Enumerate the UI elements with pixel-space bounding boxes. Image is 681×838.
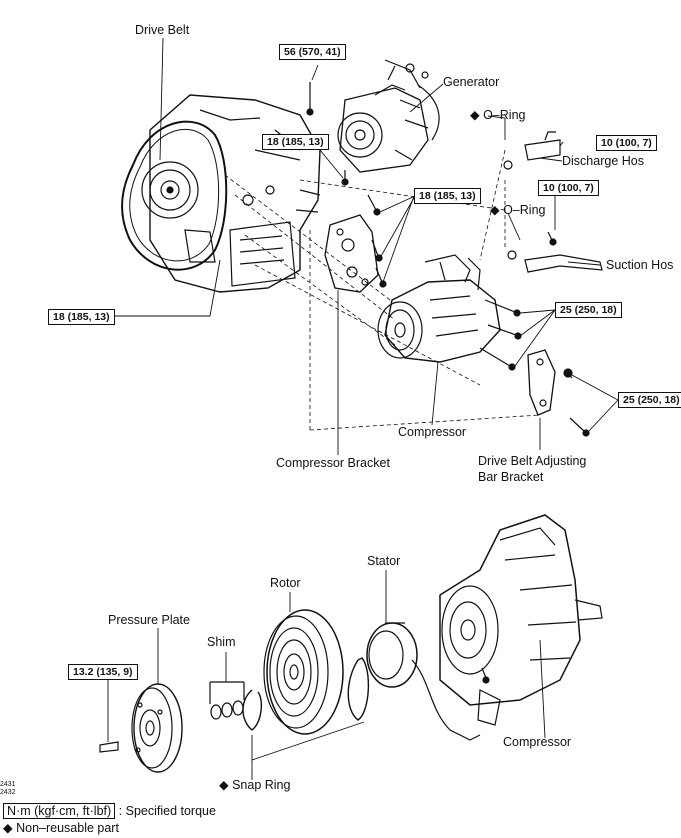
stator [366, 622, 481, 741]
torque-13-2-box: 13.2 (135, 9) [68, 664, 138, 680]
alignment-lines [224, 149, 541, 431]
snap-ring-small [242, 689, 263, 731]
legend-torque-unit: N·m (kgf·cm, ft·lbf) [3, 803, 116, 819]
suction-hose [507, 231, 603, 273]
shim-label: Shim [207, 635, 236, 649]
drive-belt [121, 120, 228, 271]
shims [209, 681, 245, 720]
bolt-13-2 [99, 741, 119, 753]
leader-lines-top [48, 37, 619, 455]
legend-torque: N·m (kgf·cm, ft·lbf) : Specified torque [3, 803, 216, 819]
torque-25-adjusting-box: 25 (250, 18) [618, 392, 681, 408]
torque-10-suction-box: 10 (100, 7) [538, 180, 599, 196]
torque-25-compressor-box: 25 (250, 18) [555, 302, 622, 318]
snap-ring-label: ◆ Snap Ring [219, 778, 291, 792]
compressor-bracket [324, 214, 379, 293]
compressor-bracket-label: Compressor Bracket [276, 456, 390, 470]
figure-code-2: 2432 [0, 789, 16, 796]
torque-18-left-box: 18 (185, 13) [48, 309, 115, 325]
pressure-plate-label: Pressure Plate [108, 613, 190, 627]
generator-label: Generator [443, 75, 500, 89]
compressor-bottom [439, 514, 603, 726]
compressor-top [377, 254, 501, 363]
torque-18-bracket-box: 18 (185, 13) [414, 188, 481, 204]
adjusting-bar-label-line2: Bar Bracket [478, 470, 544, 484]
drive-belt-label: Drive Belt [135, 23, 190, 37]
pressure-plate [131, 683, 183, 773]
adjusting-bar-bracket [527, 349, 556, 416]
engine-block [149, 94, 321, 293]
stator-label: Stator [367, 554, 401, 568]
generator [337, 59, 440, 173]
compressor-bottom-label: Compressor [503, 735, 572, 749]
torque-18-generator-box: 18 (185, 13) [262, 134, 329, 150]
legend-nonreusable: ◆ Non–reusable part [3, 821, 119, 835]
rotor [263, 609, 344, 735]
adjusting-bar-label-line1: Drive Belt Adjusting [478, 454, 587, 468]
o-ring-label-2: ◆ O–Ring [490, 203, 546, 217]
compressor-top-label: Compressor [398, 425, 467, 439]
discharge-hose [503, 131, 561, 170]
torque-10-discharge-box: 10 (100, 7) [596, 135, 657, 151]
suction-hose-label: Suction Hos [606, 258, 674, 272]
rotor-label: Rotor [270, 576, 301, 590]
torque-56-box: 56 (570, 41) [279, 44, 346, 60]
leader-lines-bottom [107, 570, 546, 780]
figure-code-1: 2431 [0, 781, 16, 788]
legend-torque-desc: : Specified torque [118, 804, 216, 818]
snap-ring-large [347, 657, 370, 721]
o-ring-label-1: ◆ O–Ring [470, 108, 526, 122]
discharge-hose-label: Discharge Hos [562, 154, 644, 168]
